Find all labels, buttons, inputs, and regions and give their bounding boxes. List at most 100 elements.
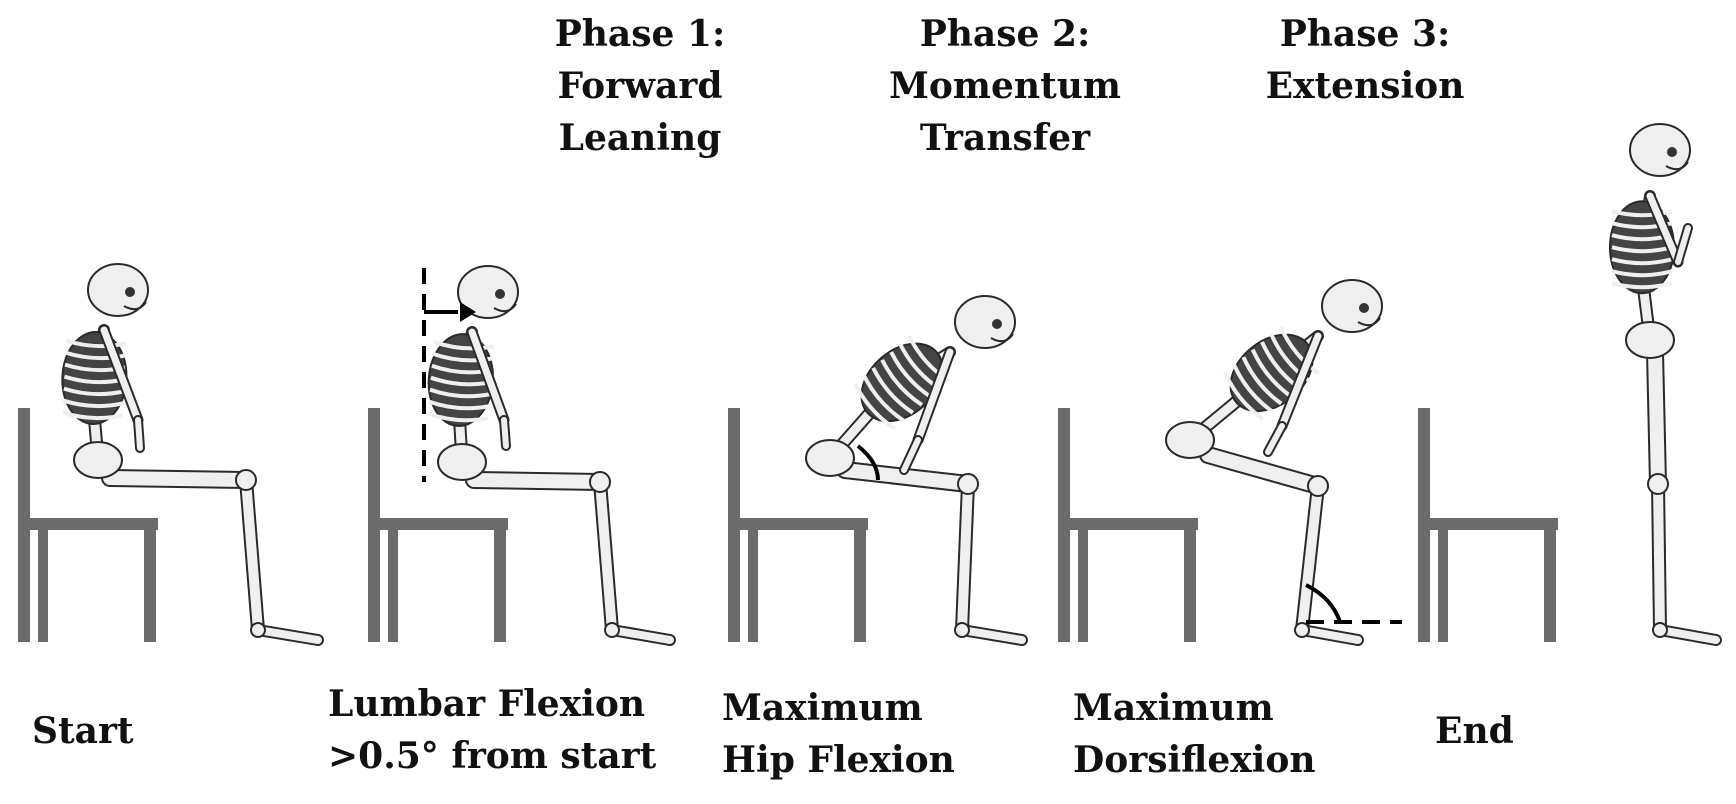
forearm-bone xyxy=(1265,423,1285,455)
skull-bone xyxy=(1321,279,1383,333)
forearm-bone xyxy=(135,417,143,451)
foot-bone xyxy=(1656,626,1720,644)
upper-arm-bone xyxy=(1646,192,1682,266)
skull-bone xyxy=(1629,123,1691,177)
jaw-line xyxy=(1357,317,1381,327)
skeleton-icon xyxy=(61,263,324,646)
eye-socket xyxy=(992,319,1002,329)
knee-joint xyxy=(235,469,257,491)
ankle-joint xyxy=(954,622,970,638)
jaw-line xyxy=(123,301,147,311)
eye-socket xyxy=(125,287,135,297)
skull-bone xyxy=(457,265,519,319)
rib-line xyxy=(1241,356,1283,406)
skeleton-icon xyxy=(1609,123,1722,646)
rib-line xyxy=(1232,363,1274,413)
ankle-joint xyxy=(250,622,266,638)
rib-line xyxy=(62,410,124,421)
rib-line xyxy=(1250,348,1292,398)
femur-bone xyxy=(467,473,607,489)
event-start-label: Start xyxy=(32,705,134,757)
flexion-arrow-icon xyxy=(460,302,476,322)
rib-line xyxy=(429,387,491,399)
rib-line xyxy=(63,386,125,397)
chair-seat xyxy=(728,518,868,530)
rib-line xyxy=(889,351,932,399)
chair-icon xyxy=(728,408,868,642)
phase-1-line-1: Forward xyxy=(557,65,723,107)
forearm-bone xyxy=(501,417,509,449)
eye-socket xyxy=(495,289,505,299)
eye-socket xyxy=(1359,303,1369,313)
rib-line xyxy=(1222,371,1264,421)
hip-angle-arc-icon xyxy=(856,444,880,481)
event-dorsi-line-2: Dorsiflexion xyxy=(1073,739,1316,781)
skull-bone xyxy=(87,263,149,317)
chair-icon xyxy=(1418,408,1558,642)
chair-front-leg xyxy=(1544,530,1556,642)
markers-layer xyxy=(422,268,1402,624)
phase-2-line-1: Momentum xyxy=(889,65,1121,107)
phase-1-heading: Phase 1: Forward Leaning xyxy=(555,8,726,164)
event-dorsi-line-1: Maximum xyxy=(1073,687,1274,729)
chair-icon xyxy=(1058,408,1198,642)
chair-seat xyxy=(1418,518,1558,530)
rib-cage xyxy=(1609,200,1675,295)
ankle-joint xyxy=(1294,622,1310,638)
skeletons-layer xyxy=(61,123,1722,646)
phase-3-title: Phase 3: xyxy=(1279,13,1451,55)
chair-icon xyxy=(18,408,158,642)
shin-bone xyxy=(1297,481,1323,635)
upper-arm-bone xyxy=(1278,332,1322,430)
pelvis-bone xyxy=(1165,421,1215,459)
ankle-angle-arc-icon xyxy=(1305,583,1342,623)
rib-line xyxy=(1611,281,1673,290)
chair-seat xyxy=(368,518,508,530)
knee-joint xyxy=(957,473,979,495)
rib-line xyxy=(871,366,914,415)
rib-line xyxy=(65,338,127,349)
foot-bone xyxy=(608,626,674,644)
foot-bone xyxy=(254,626,322,644)
foot-bone xyxy=(958,626,1026,644)
jaw-line xyxy=(1665,161,1689,171)
rib-line xyxy=(64,350,126,361)
shin-bone xyxy=(595,477,617,635)
rib-line xyxy=(880,359,923,407)
event-start-line-1: Start xyxy=(32,710,134,752)
rib-line xyxy=(62,398,124,409)
chair-seat xyxy=(1058,518,1198,530)
chair-back-leg xyxy=(748,530,758,642)
event-hip-line-2: Hip Flexion xyxy=(722,739,955,781)
eye-socket xyxy=(1667,147,1677,157)
skeleton-icon xyxy=(805,295,1028,646)
rib-line xyxy=(862,374,905,423)
chair-seat xyxy=(18,518,158,530)
rib-line xyxy=(428,399,490,411)
shin-bone xyxy=(241,475,263,635)
phase-2-heading: Phase 2: Momentum Transfer xyxy=(889,8,1121,164)
rib-line xyxy=(1611,257,1673,266)
skeleton-icon xyxy=(1165,279,1383,646)
phase-2-line-2: Transfer xyxy=(919,117,1091,159)
femur-bone xyxy=(1201,448,1325,493)
rib-line xyxy=(1611,209,1673,218)
jaw-line xyxy=(493,303,517,313)
pelvis-bone xyxy=(805,439,855,477)
phase-2-title: Phase 2: xyxy=(919,13,1091,55)
chair-icon xyxy=(368,408,508,642)
rib-line xyxy=(1611,269,1673,278)
ankle-joint xyxy=(604,622,620,638)
pelvis-bone xyxy=(437,443,487,481)
chair-front-leg xyxy=(854,530,866,642)
phase-3-heading: Phase 3: Extension xyxy=(1266,8,1465,112)
chair-back-leg xyxy=(1078,530,1088,642)
event-lumbar-flexion-label: Lumbar Flexion >0.5° from start xyxy=(328,678,656,782)
event-lumbar-line-1: Lumbar Flexion xyxy=(328,683,646,725)
knee-joint xyxy=(1307,475,1329,497)
jaw-line xyxy=(990,333,1014,343)
rib-line xyxy=(432,339,494,351)
femur-bone xyxy=(1648,345,1665,491)
